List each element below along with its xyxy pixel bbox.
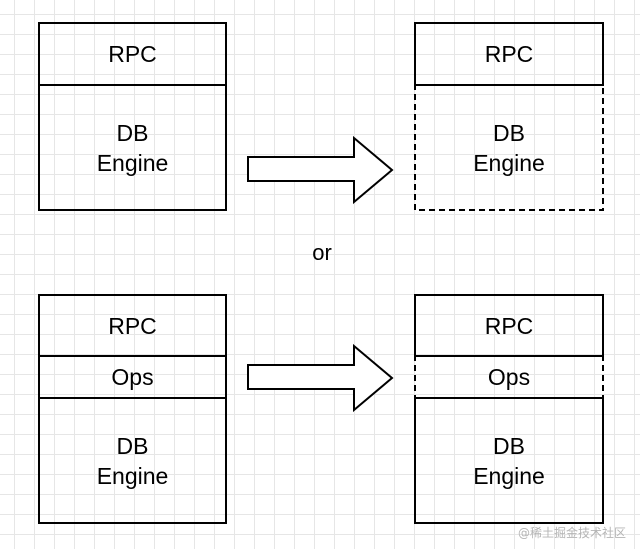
bottom-right-db-engine-label: DB Engine bbox=[473, 432, 545, 489]
top-right-db-engine-label: DB Engine bbox=[473, 120, 545, 176]
bottom-right-rpc-block: RPC bbox=[414, 294, 604, 357]
bottom-left-ops-block: Ops bbox=[38, 355, 227, 399]
bottom-right-ops-dashed-border bbox=[414, 355, 604, 399]
or-label: or bbox=[312, 240, 332, 265]
bottom-left-rpc-label: RPC bbox=[108, 312, 157, 339]
bottom-left-rpc-block: RPC bbox=[38, 294, 227, 357]
bottom-right-ops-block: Ops bbox=[414, 355, 604, 399]
bottom-left-db-engine-label: DB Engine bbox=[96, 432, 169, 489]
top-left-rpc-block: RPC bbox=[38, 22, 227, 86]
top-left-db-engine-label: DB Engine bbox=[96, 119, 169, 176]
top-right-db-engine-block: DB Engine bbox=[414, 84, 604, 212]
top-left-db-engine-block: DB Engine bbox=[38, 84, 227, 211]
watermark: @稀土掘金技术社区 bbox=[517, 526, 626, 540]
top-right-rpc-label: RPC bbox=[484, 41, 534, 67]
bottom-left-ops-label: Ops bbox=[111, 364, 154, 390]
top-arrow bbox=[247, 135, 394, 205]
top-right-rpc-block: RPC bbox=[414, 22, 604, 86]
bottom-right-db-engine-block: DB Engine bbox=[414, 397, 604, 524]
bottom-arrow bbox=[247, 343, 394, 413]
top-left-rpc-label: RPC bbox=[108, 41, 157, 67]
bottom-right-ops-label: Ops bbox=[487, 364, 531, 390]
top-right-db-engine-dashed-border bbox=[414, 84, 604, 211]
bottom-left-db-engine-block: DB Engine bbox=[38, 397, 227, 524]
bottom-right-rpc-label: RPC bbox=[484, 312, 534, 339]
